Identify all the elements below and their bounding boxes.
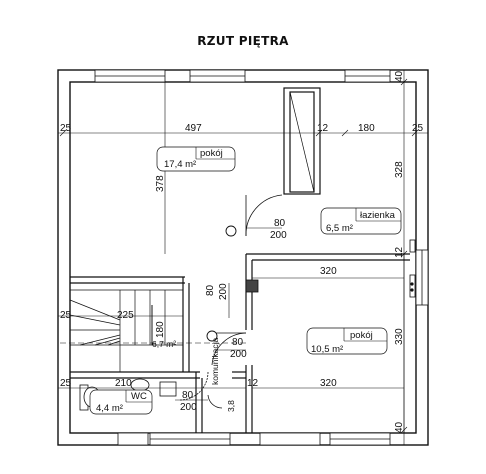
dim-small-a: 3,8 (226, 400, 236, 412)
room-2-name: łazienka (360, 210, 396, 221)
dim-wc-door-h: 200 (180, 402, 197, 413)
dim-bath-h: 328 (394, 161, 405, 178)
shaft (283, 87, 321, 195)
dim-door2-h: 200 (218, 283, 229, 300)
chimney (245, 279, 259, 293)
corridor-label: komunikacja (210, 337, 220, 385)
room-4-area: 4,4 m² (96, 403, 123, 414)
dim-door1-w: 80 (274, 218, 286, 229)
dim-room-h: 330 (394, 328, 405, 345)
dim-door3-w: 80 (232, 337, 244, 348)
dim-door2-w: 80 (205, 284, 216, 296)
dim-stair-w: 225 (117, 310, 134, 321)
room-3-name: pokój (350, 330, 373, 341)
dim-right-c: 40 (394, 421, 405, 433)
dim-room1-h: 378 (155, 175, 166, 192)
dim-wc-margin: 25 (60, 378, 72, 389)
lamp-marker-2 (206, 330, 218, 342)
dim-right-b: 12 (394, 246, 405, 258)
interior-walls (70, 253, 410, 433)
room-2-area: 6,5 m² (326, 223, 353, 234)
dim-top-room: 497 (185, 123, 202, 134)
room-label-1: pokój 17,4 m² (156, 146, 236, 172)
dim-stair-len: 180 (155, 321, 166, 338)
room-1-area: 17,4 m² (164, 159, 196, 170)
dimension-labels: 25 497 12 180 25 40 328 12 330 40 378 32… (60, 70, 424, 433)
dim-top-wall: 12 (317, 123, 329, 134)
room-3-area: 10,5 m² (311, 344, 343, 355)
dim-wc-door-w: 80 (182, 390, 194, 401)
dim-wc-w: 210 (115, 378, 132, 389)
room-4-name: WC (131, 391, 147, 402)
dim-top-right: 25 (412, 123, 424, 134)
stairs (69, 289, 183, 372)
radiators (409, 239, 416, 298)
windows (94, 69, 429, 446)
room-label-2: łazienka 6,5 m² (320, 207, 402, 235)
room-1-name: pokój (200, 148, 223, 159)
room-label-4: WC 4,4 m² (89, 389, 153, 415)
dim-right-a: 40 (394, 70, 405, 82)
room-label-3: pokój 10,5 m² (306, 327, 388, 355)
dim-top-bath: 180 (358, 123, 375, 134)
dim-room2-w2: 320 (320, 378, 337, 389)
plan-title: RZUT PIĘTRA (197, 34, 289, 48)
room-5-area: 6,7 m² (152, 339, 176, 349)
dim-stair-margin: 25 (60, 310, 72, 321)
dim-room2-w: 320 (320, 266, 337, 277)
door-swings (179, 194, 283, 409)
dim-wc-wall: 12 (247, 378, 259, 389)
dim-top-left: 25 (60, 123, 72, 134)
dim-door1-h: 200 (270, 230, 287, 241)
dim-door3-h: 200 (230, 349, 247, 360)
lamp-marker (225, 225, 237, 237)
